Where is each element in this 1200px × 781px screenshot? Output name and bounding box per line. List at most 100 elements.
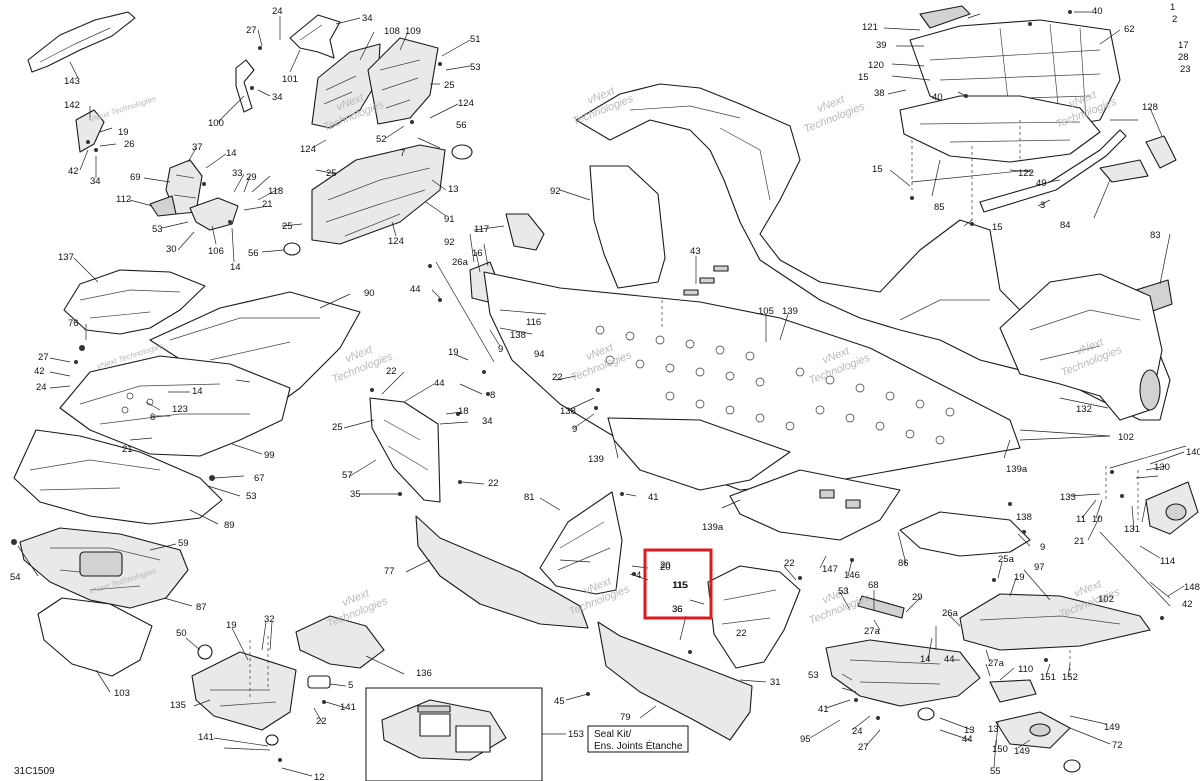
callout-number[interactable]: 16 bbox=[472, 248, 483, 259]
callout-number[interactable]: 83 bbox=[1150, 230, 1161, 241]
callout-number[interactable]: 19 bbox=[118, 127, 129, 138]
callout-number[interactable]: 124 bbox=[458, 98, 474, 109]
callout-number[interactable]: 44 bbox=[410, 284, 421, 295]
callout-number[interactable]: 49 bbox=[1036, 178, 1047, 189]
callout-number[interactable]: 18 bbox=[458, 406, 469, 417]
callout-number[interactable]: 72 bbox=[1112, 740, 1123, 751]
callout-number[interactable]: 34 bbox=[362, 13, 373, 24]
highlight-box[interactable]: 20 115 36 bbox=[643, 548, 713, 620]
callout-number[interactable]: 43 bbox=[690, 246, 701, 257]
callout-number[interactable]: 50 bbox=[176, 628, 187, 639]
callout-number[interactable]: 135 bbox=[170, 700, 186, 711]
callout-number[interactable]: 15 bbox=[858, 72, 869, 83]
callout-number[interactable]: 54 bbox=[10, 572, 21, 583]
callout-number[interactable]: 52 bbox=[376, 134, 387, 145]
callout-number[interactable]: 110 bbox=[1018, 664, 1033, 675]
callout-number[interactable]: 42 bbox=[68, 166, 79, 177]
callout-number[interactable]: 40 bbox=[1092, 6, 1103, 17]
callout-number[interactable]: 59 bbox=[178, 538, 189, 549]
callout-number[interactable]: 97 bbox=[1034, 562, 1045, 573]
callout-number[interactable]: 90 bbox=[364, 288, 375, 299]
callout-number[interactable]: 102 bbox=[1098, 594, 1114, 605]
callout-number[interactable]: 42 bbox=[34, 366, 45, 377]
callout-number[interactable]: 24 bbox=[852, 726, 863, 737]
callout-number[interactable]: 20 bbox=[660, 560, 671, 571]
callout-number[interactable]: 131 bbox=[1124, 524, 1140, 535]
callout-number[interactable]: 106 bbox=[208, 246, 224, 257]
callout-number[interactable]: 19 bbox=[1014, 572, 1025, 583]
callout-number[interactable]: 69 bbox=[130, 172, 141, 183]
callout-number[interactable]: 25 bbox=[332, 422, 343, 433]
callout-number[interactable]: 149 bbox=[1104, 722, 1120, 733]
callout-number[interactable]: 150 bbox=[992, 744, 1008, 755]
callout-number[interactable]: 115 bbox=[672, 580, 687, 591]
callout-number[interactable]: 124 bbox=[300, 144, 316, 155]
callout-number[interactable]: 117 bbox=[474, 224, 489, 235]
callout-number[interactable]: 3 bbox=[1040, 200, 1045, 211]
callout-number[interactable]: 84 bbox=[1060, 220, 1071, 231]
callout-number[interactable]: 138 bbox=[560, 406, 576, 417]
callout-number[interactable]: 112 bbox=[116, 194, 131, 205]
callout-number[interactable]: 38 bbox=[874, 88, 885, 99]
callout-number[interactable]: 36 bbox=[672, 604, 683, 615]
callout-number[interactable]: 44 bbox=[944, 654, 955, 665]
callout-number[interactable]: 92 bbox=[444, 237, 455, 248]
callout-number[interactable]: 128 bbox=[1142, 102, 1158, 113]
callout-number[interactable]: 122 bbox=[1018, 168, 1034, 179]
callout-number[interactable]: 25a bbox=[998, 554, 1015, 565]
callout-number[interactable]: 22 bbox=[736, 628, 747, 639]
callout-number[interactable]: 76 bbox=[68, 318, 79, 329]
callout-number[interactable]: 148 bbox=[1184, 582, 1200, 593]
callout-number[interactable]: 138 bbox=[1016, 512, 1032, 523]
callout-number[interactable]: 5 bbox=[348, 680, 353, 691]
highlight-callout-115[interactable]: 115 bbox=[673, 580, 688, 591]
highlight-callout-20[interactable]: 20 bbox=[660, 562, 671, 573]
callout-number[interactable]: 39 bbox=[876, 40, 887, 51]
callout-number[interactable]: 9 bbox=[572, 424, 577, 435]
callout-number[interactable]: 29 bbox=[912, 592, 923, 603]
callout-number[interactable]: 25 bbox=[326, 168, 337, 179]
callout-number[interactable]: 41 bbox=[818, 704, 829, 715]
callout-number[interactable]: 56 bbox=[248, 248, 259, 259]
callout-number[interactable]: 120 bbox=[868, 60, 884, 71]
callout-number[interactable]: 27 bbox=[246, 25, 257, 36]
callout-number[interactable]: 53 bbox=[808, 670, 819, 681]
callout-number[interactable]: 103 bbox=[114, 688, 130, 699]
callout-number[interactable]: 137 bbox=[58, 252, 74, 263]
callout-number[interactable]: 124 bbox=[388, 236, 404, 247]
callout-number[interactable]: 25 bbox=[444, 80, 455, 91]
callout-number[interactable]: 139 bbox=[588, 454, 604, 465]
callout-number[interactable]: 34 bbox=[482, 416, 493, 427]
callout-number[interactable]: 10 bbox=[1092, 514, 1103, 525]
seal-kit-callout[interactable]: 153 bbox=[568, 729, 584, 740]
callout-number[interactable]: 15 bbox=[992, 222, 1003, 233]
callout-number[interactable]: 147 bbox=[822, 564, 838, 575]
callout-number[interactable]: 27 bbox=[858, 742, 869, 753]
callout-number[interactable]: 44 bbox=[434, 378, 445, 389]
callout-number[interactable]: 139a bbox=[1006, 464, 1028, 475]
callout-number[interactable]: 12 bbox=[314, 772, 325, 781]
callout-number[interactable]: 99 bbox=[264, 450, 275, 461]
callout-number[interactable]: 15 bbox=[872, 164, 883, 175]
callout-number[interactable]: 28 bbox=[1178, 52, 1189, 63]
callout-number[interactable]: 68 bbox=[868, 580, 879, 591]
callout-number[interactable]: 13 bbox=[448, 184, 459, 195]
callout-number[interactable]: 21 bbox=[262, 199, 273, 210]
callout-number[interactable]: 32 bbox=[264, 614, 275, 625]
callout-number[interactable]: 25 bbox=[282, 221, 293, 232]
callout-number[interactable]: 29 bbox=[246, 172, 257, 183]
callout-number[interactable]: 27 bbox=[38, 352, 49, 363]
callout-number[interactable]: 41 bbox=[648, 492, 659, 503]
callout-number[interactable]: 26a bbox=[942, 608, 959, 619]
callout-number[interactable]: 62 bbox=[1124, 24, 1135, 35]
callout-number[interactable]: 121 bbox=[862, 22, 878, 33]
callout-number[interactable]: 53 bbox=[838, 586, 849, 597]
callout-number[interactable]: 33 bbox=[232, 168, 243, 179]
callout-number[interactable]: 91 bbox=[444, 214, 455, 225]
highlight-callout-36[interactable]: 36 bbox=[672, 604, 683, 615]
callout-number[interactable]: 13 bbox=[988, 724, 999, 735]
callout-number[interactable]: 34 bbox=[272, 92, 283, 103]
callout-number[interactable]: 133 bbox=[1060, 492, 1076, 503]
callout-number[interactable]: 123 bbox=[172, 404, 188, 415]
callout-number[interactable]: 26 bbox=[124, 139, 135, 150]
